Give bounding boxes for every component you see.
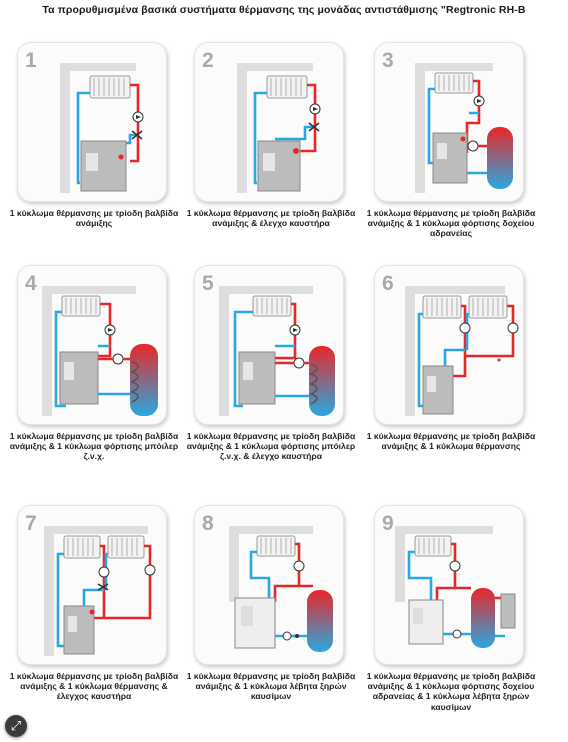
diagram-card: 6	[374, 265, 524, 425]
heating-schematic	[44, 526, 156, 656]
diagram-caption: 1 κύκλωμα θέρμανσης με τρίοδη βαλβίδα αν…	[9, 671, 179, 702]
diagram-number: 4	[25, 272, 37, 295]
diagram-3: 3 1 κύκλωμα θέρμανσης με τρίοδη βαλβί	[367, 42, 542, 238]
heating-schematic	[405, 286, 519, 416]
page-title: Τα προρυθμισμένα βασικά συστήματα θέρμαν…	[42, 4, 526, 16]
diagram-card: 4	[17, 265, 167, 425]
diagram-card: 7	[17, 505, 167, 665]
heating-schematic	[60, 63, 144, 193]
diagram-caption: 1 κύκλωμα θέρμανσης με τρίοδη βαλβίδα αν…	[366, 431, 536, 452]
heating-schematic	[42, 286, 158, 416]
diagram-number: 7	[25, 512, 37, 535]
heating-schematic	[219, 286, 335, 416]
diagram-number: 1	[25, 49, 37, 72]
diagram-card: 8	[194, 505, 344, 665]
diagram-number: 3	[382, 49, 394, 72]
diagram-caption: 1 κύκλωμα θέρμανσης με τρίοδη βαλβίδα αν…	[9, 431, 179, 462]
diagram-card: 2	[194, 42, 344, 202]
diagram-2: 2 1 κύκλωμα θέρμανσης με τρίοδη βαλβίδα …	[187, 42, 362, 228]
heating-schematic	[415, 63, 513, 193]
diagram-5: 5 1 κύκλωμα θέρμανσης με τρίοδη βαλβί	[187, 265, 362, 461]
diagram-number: 9	[382, 512, 394, 535]
fullscreen-button[interactable]: ⤢	[5, 715, 27, 737]
heating-schematic	[395, 526, 516, 648]
diagram-card: 5	[194, 265, 344, 425]
diagram-1: 1 1 κύκλωμα θέρμανσης με τρίοδη βαλβίδα …	[10, 42, 185, 228]
diagram-caption: 1 κύκλωμα θέρμανσης με τρίοδη βαλβίδα αν…	[186, 671, 356, 702]
heating-schematic	[237, 63, 321, 193]
diagram-6: 6 1 κύκλωμα θέρμανσης με τρίοδη βαλβίδα …	[367, 265, 542, 451]
diagram-number: 8	[202, 512, 214, 535]
diagram-4: 4 1 κύκλωμα θέρμανσης με τρίοδη βαλβί	[10, 265, 185, 461]
diagram-caption: 1 κύκλωμα θέρμανσης με τρίοδη βαλβίδα αν…	[366, 671, 536, 712]
diagram-caption: 1 κύκλωμα θέρμανσης με τρίοδη βαλβίδα αν…	[366, 208, 536, 239]
diagram-number: 6	[382, 272, 394, 295]
expand-arrows-icon: ⤢	[10, 718, 22, 733]
diagram-7: 7 1 κύκλωμα θέρμανσης με τρίοδη βαλβίδα …	[10, 505, 185, 701]
diagram-card: 1	[17, 42, 167, 202]
diagram-caption: 1 κύκλωμα θέρμανσης με τρίοδη βαλβίδα αν…	[186, 208, 356, 229]
diagram-card: 3	[374, 42, 524, 202]
diagram-caption: 1 κύκλωμα θέρμανσης με τρίοδη βαλβίδα αν…	[186, 431, 356, 462]
diagram-number: 2	[202, 49, 214, 72]
diagram-9: 9 1 κύκλωμα θέρμανσης με τρίοδη βαλβίδα …	[367, 505, 542, 712]
diagram-8: 8 1 κύκλωμα θέρμανσης με τρίοδη βαλβίδα …	[187, 505, 362, 701]
heating-schematic	[229, 526, 333, 652]
diagram-number: 5	[202, 272, 214, 295]
diagram-card: 9	[374, 505, 524, 665]
diagram-caption: 1 κύκλωμα θέρμανσης με τρίοδη βαλβίδα αν…	[9, 208, 179, 229]
